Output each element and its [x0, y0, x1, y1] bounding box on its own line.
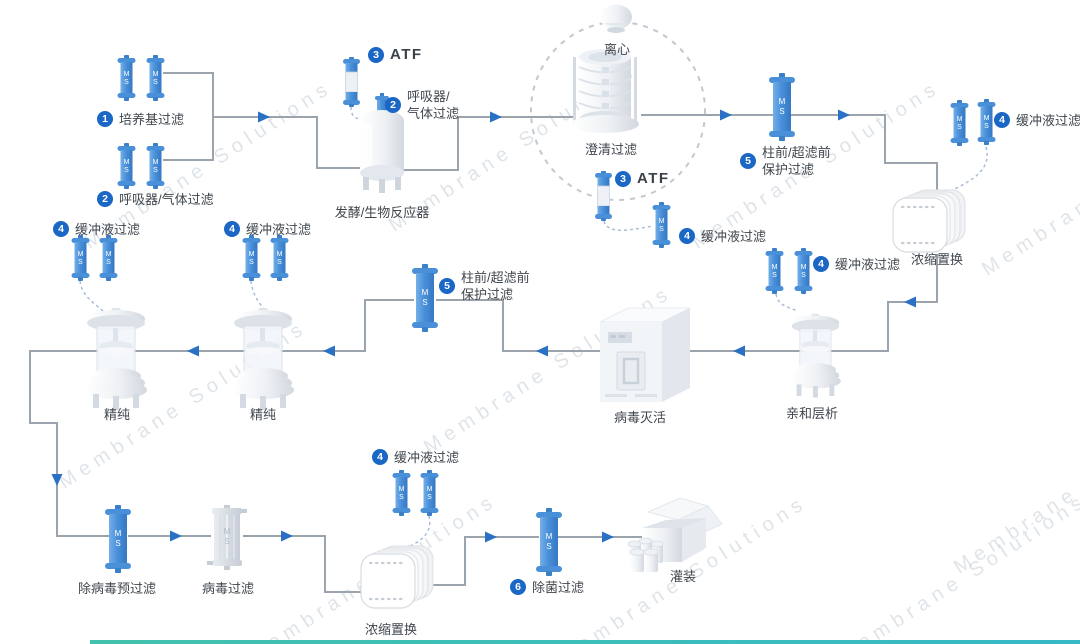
ms-filter-column: [420, 470, 439, 516]
step-badge: 1: [97, 110, 113, 127]
label-concentration-bottom: 浓缩置换: [364, 622, 418, 637]
virus-prefilter-column: [105, 505, 131, 573]
ms-filter-column: [950, 100, 969, 146]
step-badge: 3: [368, 46, 384, 63]
ms-filter-column: [117, 55, 136, 101]
ms-filter-column: [146, 55, 165, 101]
step-label-guard-top: 5 柱前/超滤前 保护过滤: [740, 144, 831, 178]
atf-column: [342, 56, 361, 108]
ms-filter-column: [117, 143, 136, 189]
step-label-sterile-filter: 6 除菌过滤: [510, 577, 584, 596]
ms-filter-column: [270, 235, 289, 281]
label-virus-prefilter: 除病毒预过滤: [77, 581, 157, 596]
sterile-filter-column: [536, 508, 562, 576]
step-badge: 4: [994, 111, 1010, 128]
centrifuge-loop-circle: [530, 21, 706, 201]
filling-icon: [627, 497, 723, 573]
step-badge: 6: [510, 578, 526, 595]
label-centrifuge: 离心: [603, 42, 631, 57]
step-badge: 4: [53, 220, 69, 237]
step-badge: 4: [679, 227, 695, 244]
ms-filter-column: [977, 99, 996, 145]
label-fermenter: 发酵/生物反应器: [334, 205, 430, 220]
ms-filter-column: [99, 235, 118, 281]
connector-curves: [79, 106, 988, 550]
ms-filter-column: [652, 202, 671, 248]
step-label-buffer-polish1: 4 缓冲液过滤: [53, 219, 140, 238]
step-badge: 4: [372, 448, 388, 465]
centrifuge-icon: [600, 4, 632, 33]
label-polish1: 精纯: [103, 407, 131, 422]
label-filling: 灌装: [669, 569, 697, 584]
polish-column-icon: [231, 307, 295, 411]
concentration-cassette-icon: [359, 544, 435, 610]
virus-filter-column: [206, 504, 248, 571]
affinity-column-icon: [789, 313, 842, 398]
label-affinity: 亲和层析: [785, 406, 839, 421]
step-label-buffer-polish2: 4 缓冲液过滤: [224, 219, 311, 238]
virus-inactivation-icon: [598, 306, 692, 404]
ms-filter-column: [71, 235, 90, 281]
step-label-buffer-affinity: 4 缓冲液过滤: [813, 254, 900, 273]
label-virus-filter: 病毒过滤: [201, 581, 255, 596]
ms-filter-column: [242, 235, 261, 281]
clarification-tower-icon: [570, 48, 640, 134]
flow-lines: [29, 72, 938, 593]
polish-column-icon: [84, 307, 148, 411]
step-badge: 5: [439, 278, 455, 294]
atf-column: [594, 170, 613, 222]
step-label-buffer-centrifuge: 4 缓冲液过滤: [679, 226, 766, 245]
step-label-buffer-bottom: 4 缓冲液过滤: [372, 447, 459, 466]
label-polish2: 精纯: [249, 407, 277, 422]
guard-filter-column: [412, 264, 438, 332]
ms-filter-column: [146, 143, 165, 189]
step-badge: 2: [97, 190, 113, 207]
ms-filter-column: [765, 248, 784, 294]
label-clarification: 澄清过滤: [584, 142, 638, 157]
step-label-media-filtration: 1 培养基过滤: [97, 109, 184, 128]
guard-filter-column: [769, 73, 795, 141]
step-badge: 3: [615, 170, 631, 187]
step-label-vent-tank: 2 呼吸器/ 气体过滤: [385, 88, 459, 122]
step-label-atf-top: 3 ATF: [368, 46, 423, 63]
step-badge: 5: [740, 153, 756, 169]
label-concentration-top: 浓缩置换: [910, 252, 964, 267]
step-badge: 4: [224, 220, 240, 237]
bottom-accent-bar: [90, 640, 1080, 644]
ms-filter-column: [392, 470, 411, 516]
step-label-buffer-right: 4 缓冲液过滤: [994, 110, 1080, 129]
step-label-atf-mid: 3 ATF: [615, 170, 670, 187]
label-virus-inactivation: 病毒灭活: [613, 410, 667, 425]
concentration-cassette-icon: [891, 188, 967, 254]
step-badge: 2: [385, 97, 401, 113]
ms-filter-column: [794, 248, 813, 294]
step-badge: 4: [813, 255, 829, 272]
step-label-vent-filtration: 2 呼吸器/气体过滤: [97, 189, 214, 208]
step-label-guard-mid: 5 柱前/超滤前 保护过滤: [439, 269, 530, 303]
